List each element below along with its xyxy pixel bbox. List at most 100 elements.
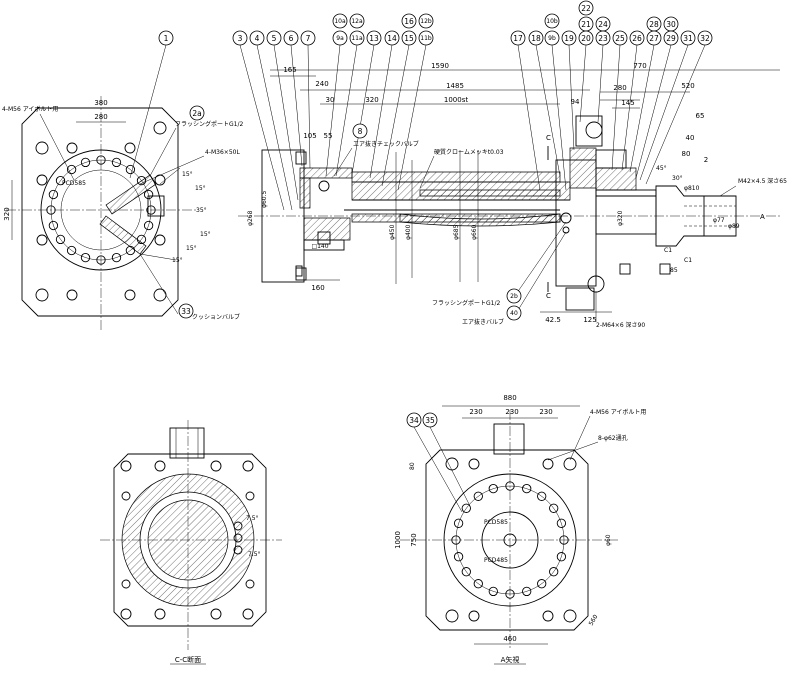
bolt-hole: [143, 189, 154, 200]
bolt-hole: [48, 189, 59, 200]
svg-text:145: 145: [621, 99, 634, 107]
dim-1485: 1485: [446, 82, 464, 90]
svg-text:460: 460: [503, 635, 516, 643]
svg-text:φ320: φ320: [617, 210, 624, 226]
section-c-c-view: 7.5° 7.5° C-C断面: [100, 420, 282, 665]
bolt-hole: [125, 164, 136, 175]
svg-text:15°: 15°: [182, 171, 193, 178]
bolt-hole: [537, 579, 547, 589]
svg-text:320: 320: [365, 96, 378, 104]
svg-text:7.5°: 7.5°: [246, 515, 259, 522]
balloon-40: 40: [510, 310, 518, 317]
bolt-hole: [473, 579, 483, 589]
bolt-hole: [549, 503, 559, 513]
balloon-20: 20: [581, 34, 591, 43]
balloon-11a: 11a: [351, 35, 363, 42]
balloon-11b: 11b: [420, 35, 432, 42]
bolt-hole: [473, 491, 483, 501]
balloon-2b: 2b: [510, 293, 518, 300]
a-flange-outline: [425, 449, 589, 631]
balloon-4: 4: [255, 34, 260, 43]
bolt-hole: [522, 483, 532, 494]
svg-text:230: 230: [469, 408, 482, 416]
air-check-valve-note: エア抜きチェックバルブ: [353, 140, 419, 148]
head-cap-lower: [303, 217, 351, 241]
balloon-3: 3: [238, 34, 243, 43]
svg-text:770: 770: [633, 62, 646, 70]
dim-320-left: 320: [3, 207, 11, 220]
m64-tap-note: 2-M64×6 深さ90: [596, 321, 645, 329]
holes-62-note: 8-φ62通孔: [598, 434, 628, 442]
left-flange-outline: [21, 107, 179, 317]
balloon-27: 27: [649, 34, 659, 43]
svg-text:15°: 15°: [186, 245, 197, 252]
bolt-hole: [80, 157, 91, 168]
balloon-14: 14: [387, 34, 397, 43]
a-corner-holes: [445, 457, 577, 623]
svg-text:85: 85: [670, 267, 678, 274]
dim-280: 280: [94, 113, 107, 121]
dim-240: 240: [315, 80, 328, 88]
svg-text:230: 230: [505, 408, 518, 416]
bolt-hole: [46, 205, 56, 215]
svg-text:65: 65: [696, 112, 705, 120]
left-corner-holes: [35, 121, 167, 302]
bolt-hole: [111, 157, 122, 168]
left-end-view: 380 280 320 4-M56 アイボルト用 フラッシングポートG1/2 4…: [2, 30, 243, 330]
svg-text:15°: 15°: [195, 185, 206, 192]
svg-text:45°: 45°: [656, 165, 667, 172]
svg-text:1000: 1000: [394, 531, 402, 549]
balloon-32: 32: [700, 34, 710, 43]
side-view-leaders: [239, 44, 706, 211]
svg-text:φ685: φ685: [453, 224, 460, 240]
bolt-hole: [505, 481, 515, 491]
svg-text:7.5°: 7.5°: [248, 551, 261, 558]
balloon-1: 1: [164, 34, 169, 43]
svg-text:φ810: φ810: [684, 185, 700, 192]
balloon-34: 34: [409, 416, 419, 425]
cc-flange-outline: [113, 453, 267, 627]
balloon-10a: 10a: [334, 18, 346, 25]
dim-stroke: 1000st: [444, 96, 468, 104]
bolt-m36-note: 4-M36×50L: [205, 149, 240, 156]
bolt-hole: [146, 205, 156, 215]
air-vent-valve-note: エア抜きバルブ: [462, 318, 504, 326]
svg-text:80: 80: [409, 462, 416, 470]
a-bolt-circle-holes: [451, 481, 569, 599]
bolt-hole: [461, 567, 471, 577]
rod-end: [655, 185, 737, 247]
svg-text:C1: C1: [684, 257, 692, 264]
cushion-valve-note: クッションバルブ: [192, 313, 240, 321]
eyebolt-note-left: 4-M56 アイボルト用: [2, 105, 58, 113]
section-c-top: C: [546, 134, 551, 142]
bolt-hole: [559, 535, 569, 545]
svg-text:φ60.5: φ60.5: [261, 191, 268, 209]
svg-text:94: 94: [571, 98, 580, 106]
balloon-12b: 12b: [420, 18, 432, 25]
svg-text:φ450: φ450: [389, 224, 396, 240]
chrome-plating-note: 硬質クロームメッキt0.03: [434, 148, 504, 156]
eyebolt-note-right: 4-M56 アイボルト用: [590, 408, 646, 416]
bolt-hole: [55, 175, 66, 186]
balloon-16: 16: [404, 17, 414, 26]
balloon-19: 19: [564, 34, 574, 43]
balloon-29: 29: [666, 34, 676, 43]
bolt-hole: [66, 164, 77, 175]
dim-880: 880: [503, 394, 516, 402]
svg-text:125: 125: [583, 316, 596, 324]
side-view-balloons: 3 4 5 6 7 10a 9a 12a 11a 13 14 16 15 12b…: [232, 0, 713, 321]
balloon-10b: 10b: [546, 18, 558, 25]
rod-extension: [595, 189, 657, 235]
balloon-9b: 9b: [548, 35, 556, 42]
dim-1590: 1590: [431, 62, 449, 70]
svg-text:φ89: φ89: [728, 223, 740, 230]
balloon-8: 8: [358, 127, 363, 136]
svg-text:□140: □140: [311, 243, 328, 250]
balloon-2a: 2a: [192, 109, 201, 118]
svg-text:520: 520: [681, 82, 694, 90]
balloon-15: 15: [404, 34, 414, 43]
balloon-13: 13: [369, 34, 379, 43]
rod-thread-note: M42×4.5 深さ65: [738, 177, 787, 185]
balloon-28: 28: [649, 20, 659, 29]
balloon-18: 18: [531, 34, 541, 43]
